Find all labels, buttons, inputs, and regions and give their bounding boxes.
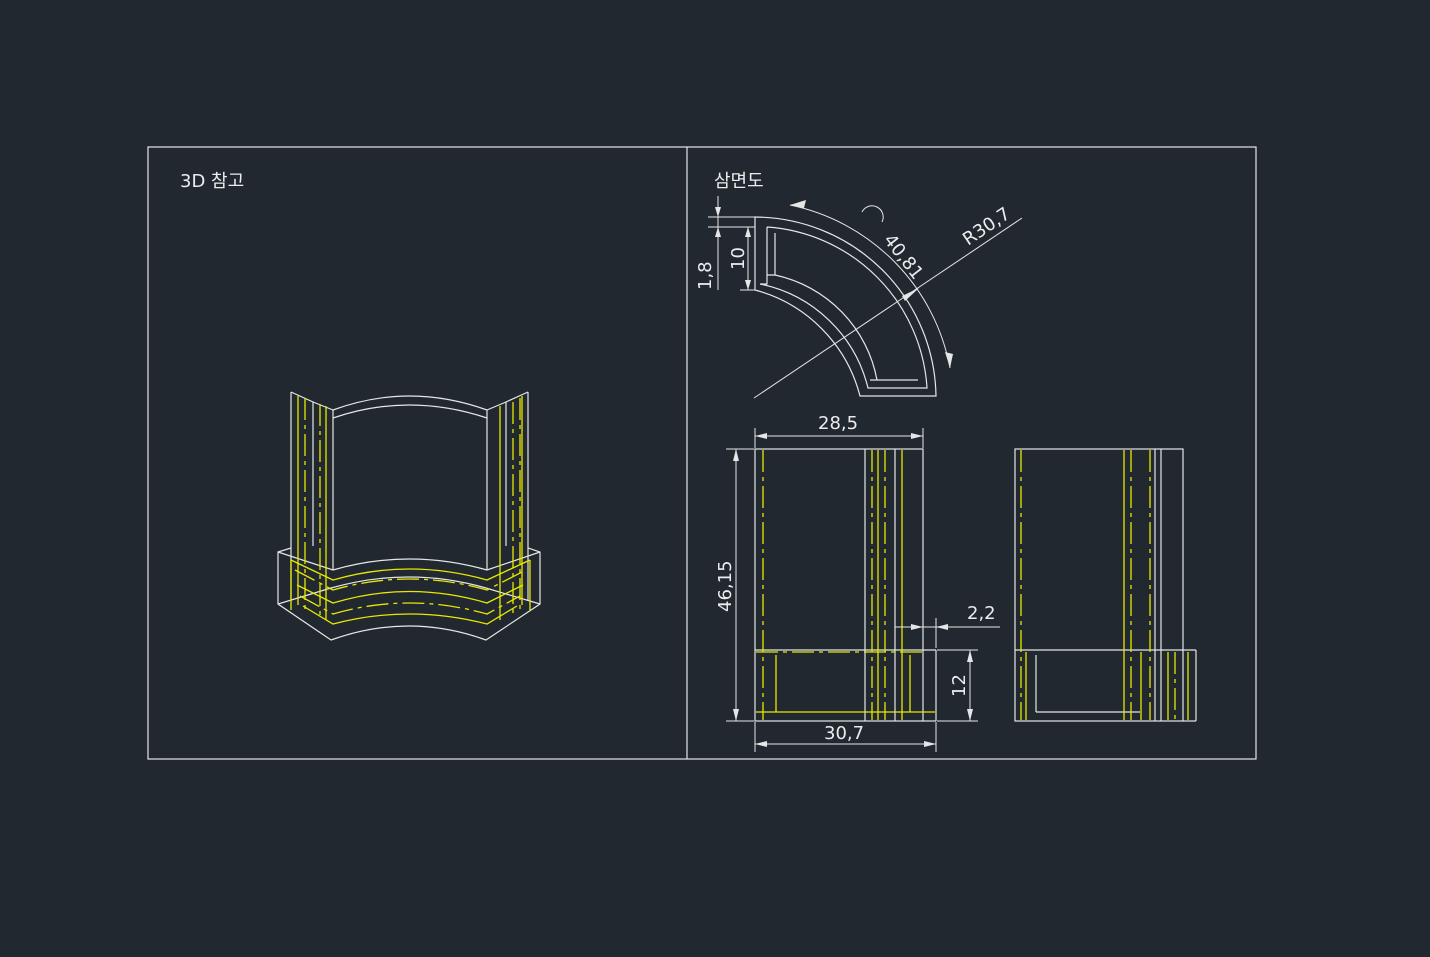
dim-base-height: 12 [949, 674, 970, 697]
isometric-hidden-edges [290, 396, 531, 625]
dim-top-height: 10 [728, 247, 749, 270]
front-view: 28,5 46,15 2,2 12 30,7 [715, 413, 1000, 752]
dim-front-height: 46,15 [715, 560, 736, 612]
isometric-view [277, 391, 541, 641]
drawing-frame [147, 146, 1257, 760]
dim-front-width: 28,5 [818, 413, 858, 434]
radius-leader [753, 217, 1023, 399]
top-view: 1,8 10 40,81 R30,7 [695, 196, 1023, 399]
right-panel-title: 삼면도 [714, 171, 764, 192]
dim-top-thickness: 1,8 [695, 261, 716, 290]
dim-radius: R30,7 [959, 203, 1014, 250]
dim-base-offset: 2,2 [967, 603, 996, 624]
side-view [1014, 448, 1197, 722]
dim-arc-length: 40,81 [879, 230, 927, 284]
left-panel-title: 3D 참고 [180, 171, 244, 192]
dim-base-width: 30,7 [824, 723, 864, 744]
